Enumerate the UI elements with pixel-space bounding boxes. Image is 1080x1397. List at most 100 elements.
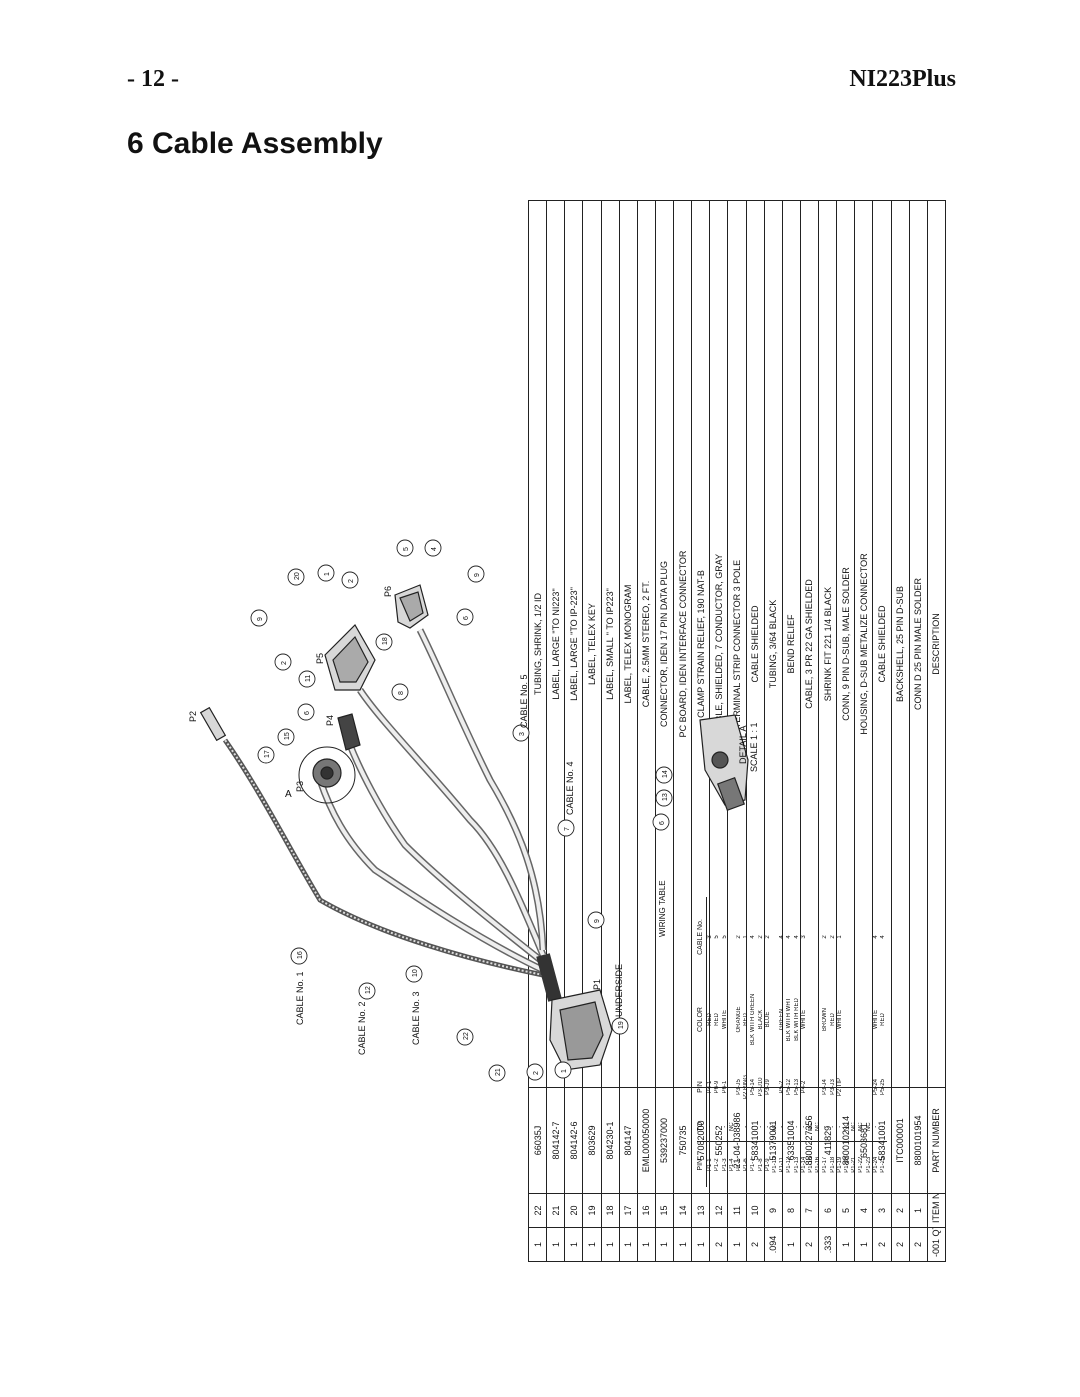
bom-cell: LABEL, TELEX MONOGRAM xyxy=(619,200,638,1088)
wiring-cell: NC xyxy=(728,1122,735,1132)
bom-cell: 8 xyxy=(782,1193,801,1228)
item-balloon-number: 2 xyxy=(281,661,288,665)
wiring-cell xyxy=(844,1062,851,1112)
wiring-cell: P1-11 xyxy=(779,1142,787,1187)
wiring-cell: RED xyxy=(707,1013,714,1026)
wiring-cell: 3 xyxy=(707,935,714,939)
bom-cell: 1 xyxy=(782,1227,801,1262)
bom-cell: 66035J xyxy=(528,1087,547,1194)
bom-cell: 9 xyxy=(764,1193,783,1228)
item-balloon xyxy=(290,947,308,965)
bom-cell: 11 xyxy=(727,1193,746,1228)
wiring-cell: 2 xyxy=(829,935,836,939)
p4-connector xyxy=(337,713,361,751)
bom-cell: 16 xyxy=(637,1193,656,1228)
bom-cell: 21 xyxy=(546,1193,565,1228)
cable-label-1: CABLE No. 1 xyxy=(295,971,305,1025)
wiring-cell: - xyxy=(829,1125,836,1128)
item-balloon-number: 10 xyxy=(412,969,419,977)
label-p3: P3 xyxy=(295,781,305,792)
label-p6: P6 xyxy=(383,586,393,597)
bom-cell: 2 xyxy=(872,1227,891,1262)
wiring-cell: P1-23 xyxy=(865,1142,873,1187)
bom-cell: 7 xyxy=(800,1193,819,1228)
wiring-cell: WHITE xyxy=(872,1009,879,1030)
wiring-cell: NC xyxy=(851,1122,858,1132)
page-number: - 12 - xyxy=(127,66,179,92)
bom-cell: 804147 xyxy=(619,1087,638,1194)
wiring-cell: - xyxy=(786,1125,793,1128)
wiring-cell: - xyxy=(764,1125,771,1128)
label-p4: P4 xyxy=(325,715,335,726)
wiring-cell: P1-7 xyxy=(750,1142,758,1187)
wiring-cell: P1-21 xyxy=(851,1142,859,1187)
wiring-cell: - xyxy=(707,1125,714,1128)
wiring-cell: P1-14 xyxy=(800,1142,809,1187)
wiring-cell: 2 xyxy=(736,935,743,939)
p2-connector xyxy=(199,706,227,742)
wiring-cell: P1-15 xyxy=(808,1142,816,1187)
wiring-cell: 5 xyxy=(721,935,728,939)
wiring-cell: 4 xyxy=(750,935,757,939)
wiring-cell: P1-3 xyxy=(721,1142,729,1187)
wiring-cell xyxy=(815,977,822,1062)
wiring-cell xyxy=(772,977,779,1062)
wiring-cell: BLK WITH GREEN xyxy=(750,993,757,1046)
bom-cell: 4 xyxy=(854,1193,873,1228)
wiring-cell: P5-14 xyxy=(750,1079,757,1096)
cable-label-2: CABLE No. 2 xyxy=(357,1001,367,1055)
bom-cell: 1 xyxy=(673,1227,692,1262)
wiring-header-cell: PIN xyxy=(697,1142,707,1187)
wiring-cell: 1 xyxy=(836,935,843,939)
wiring-cell: 2 xyxy=(822,935,829,939)
wiring-cell: 4 xyxy=(793,935,800,939)
wiring-cell: - xyxy=(736,1125,743,1128)
bom-cell: TUBING, SHRINK, 1/2 ID xyxy=(528,200,547,1088)
bom-cell: LABEL, SMALL " TO IP223" xyxy=(601,200,620,1088)
bom-cell: 1 xyxy=(691,1227,710,1262)
bom-cell: 14 xyxy=(673,1193,692,1228)
item-balloon xyxy=(456,1028,474,1046)
item-balloon-number: 18 xyxy=(382,637,389,645)
bom-cell: 1 xyxy=(727,1227,746,1262)
item-balloon xyxy=(287,568,305,586)
bom-cell: 20 xyxy=(564,1193,583,1228)
wiring-cell xyxy=(851,1062,858,1112)
item-balloon xyxy=(391,683,409,701)
wiring-header-cell: TO xyxy=(697,1112,707,1142)
wiring-cell: - xyxy=(757,1125,764,1128)
bom-cell: 15 xyxy=(655,1193,674,1228)
bom-cell: LABEL, TELEX KEY xyxy=(582,200,601,1088)
wiring-cell: P1-2 xyxy=(714,1142,722,1187)
bom-cell: 10 xyxy=(746,1193,765,1228)
wiring-cell: P3-J10 xyxy=(757,1077,764,1097)
bom-cell: 6 xyxy=(818,1193,837,1228)
wiring-cell: P3-J5 xyxy=(736,1079,743,1095)
bom-cell: 1 xyxy=(528,1227,547,1262)
item-balloon-number: 1 xyxy=(324,572,331,576)
item-balloon-number: 12 xyxy=(365,986,372,994)
wiring-cell: BLK WITH WHT xyxy=(786,997,793,1042)
bom-cell: 1 xyxy=(619,1227,638,1262)
bom-cell: 13 xyxy=(691,1193,710,1228)
wiring-cell: 4 xyxy=(880,935,887,939)
wiring-cell: NC xyxy=(772,1122,779,1132)
wiring-cell: P1-4 xyxy=(728,1142,737,1187)
section-title: 6 Cable Assembly xyxy=(127,127,383,160)
bom-cell: 1 xyxy=(655,1227,674,1262)
wiring-cell: WHITE xyxy=(721,1009,728,1030)
item-balloon-number: 8 xyxy=(398,691,405,695)
